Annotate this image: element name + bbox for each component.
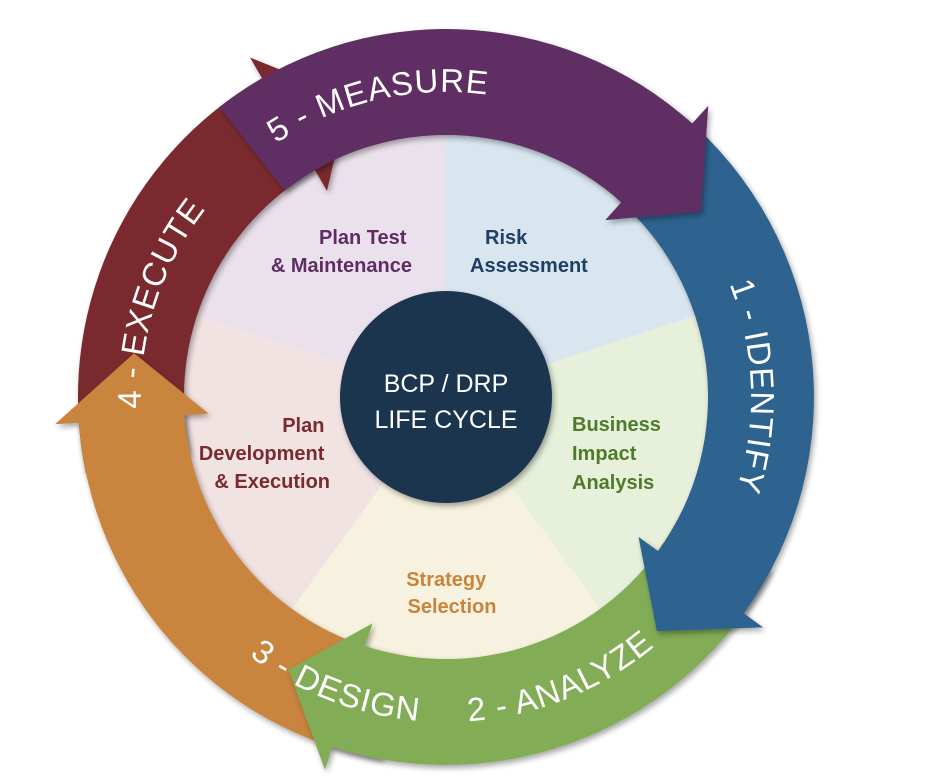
center-circle — [340, 291, 552, 503]
segment-label-design: Strategy Selection — [406, 569, 496, 618]
center-title-line2: LIFE CYCLE — [374, 406, 517, 434]
center-title-line1: BCP / DRP — [384, 370, 509, 398]
segment-design — [292, 397, 600, 660]
phase-arrows — [55, 28, 814, 770]
segment-label-analyze: Business Impact Analysis — [572, 414, 667, 494]
segment-label-execute: Plan Development & Execution — [199, 415, 330, 493]
segment-label-identify: Risk Assessment — [470, 227, 588, 277]
segment-label-measure: Plan Test & Maintenance — [271, 227, 412, 277]
arrow-identify — [614, 115, 814, 632]
arrow-measure — [219, 28, 709, 221]
